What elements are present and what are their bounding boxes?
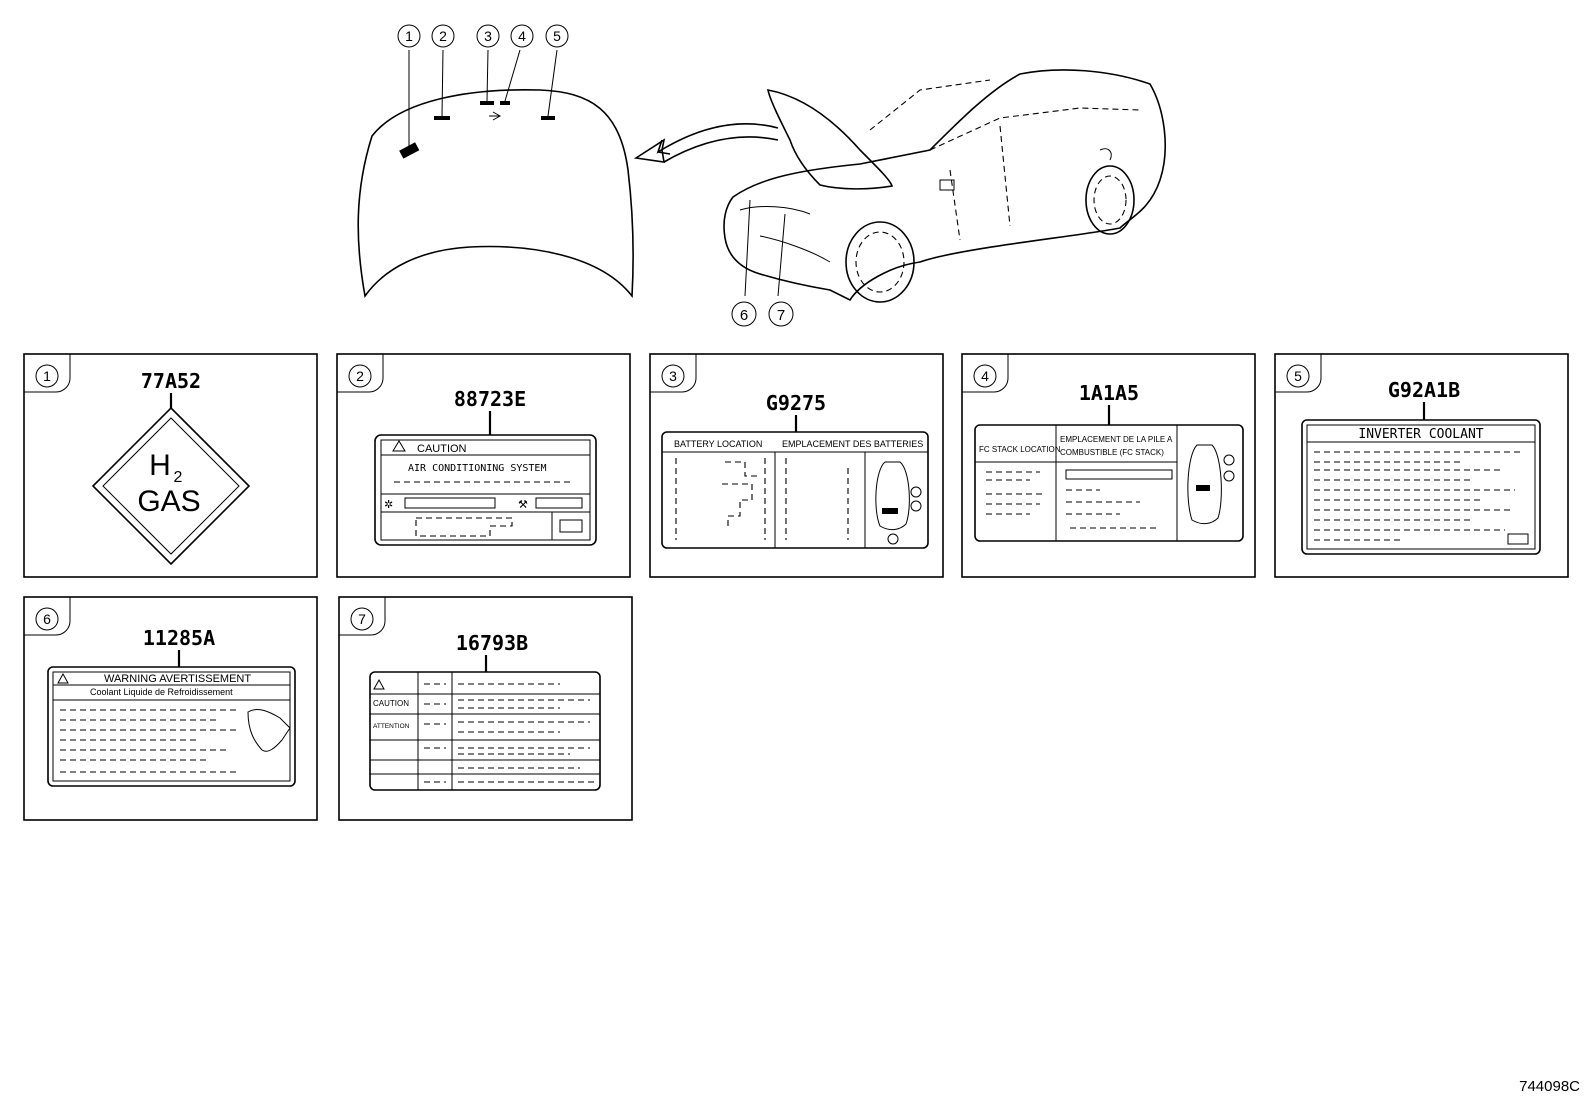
panel-7-number: 7 xyxy=(358,611,366,627)
panel-5: 5 G92A1B INVERTER COOLANT xyxy=(1274,353,1569,578)
coolant-fr-text: Coolant Liquide de Refroidissement xyxy=(90,687,233,697)
callout-1: 1 xyxy=(397,24,421,48)
inverter-coolant-text: INVERTER COOLANT xyxy=(1358,427,1483,442)
panel-6: 6 11285A WARNING AVERTISSEMENT Coolant L… xyxy=(23,596,318,821)
car-callouts: 6 7 xyxy=(731,301,794,327)
panel-2-number: 2 xyxy=(356,368,364,384)
callout-6: 6 xyxy=(731,301,757,327)
hood-label-4-mark xyxy=(500,101,510,105)
warning-avertissement-text: WARNING AVERTISSEMENT xyxy=(104,673,251,685)
front-wheel xyxy=(845,221,915,303)
battery-location-text: BATTERY LOCATION xyxy=(674,439,762,449)
panel-7: 7 16793B CAUTION ATTENTION xyxy=(338,596,633,821)
caution-word: CAUTION xyxy=(417,443,467,455)
warning-triangle-icon xyxy=(392,440,406,452)
hood-label-2-mark xyxy=(434,116,450,120)
battery-location-fr-text: EMPLACEMENT DES BATTERIES xyxy=(782,439,923,449)
car-drawing xyxy=(723,69,1166,303)
panel-4-part-number: 1A1A5 xyxy=(1079,381,1139,405)
fc-stack-label: FC STACK LOCATION EMPLACEMENT DE LA PILE… xyxy=(974,424,1244,542)
svg-text:1: 1 xyxy=(405,28,413,44)
callout-3: 3 xyxy=(476,24,500,48)
warning-triangle-icon-2 xyxy=(57,672,69,684)
battery-location-label: BATTERY LOCATION EMPLACEMENT DES BATTERI… xyxy=(661,431,929,549)
panel-5-number: 5 xyxy=(1294,368,1302,384)
hood-arrow-icon xyxy=(489,111,502,121)
coolant-warning-label: WARNING AVERTISSEMENT Coolant Liquide de… xyxy=(47,666,296,787)
inverter-coolant-label: INVERTER COOLANT xyxy=(1301,419,1541,555)
diagram-code: 744098C xyxy=(1519,1078,1580,1095)
fc-stack-fr-text-1: EMPLACEMENT DE LA PILE A xyxy=(1060,435,1173,444)
callout-4: 4 xyxy=(510,24,534,48)
warning-triangle-icon-3 xyxy=(373,678,385,690)
hood-label-3-mark xyxy=(480,101,494,105)
callout-5: 5 xyxy=(545,24,569,48)
panel-6-number: 6 xyxy=(43,611,51,627)
panel-1: 1 77A52 H 2 GAS xyxy=(23,353,318,578)
panel-2-part-number: 88723E xyxy=(454,387,526,411)
panel-6-part-number: 11285A xyxy=(143,626,215,650)
reservoir-icon xyxy=(247,709,291,752)
panel-7-part-number: 16793B xyxy=(456,631,528,655)
pointer-arrow-icon xyxy=(656,123,779,155)
fc-stack-text: FC STACK LOCATION xyxy=(979,445,1061,454)
fc-stack-fr-text-2: COMBUSTIBLE (FC STACK) xyxy=(1060,448,1164,457)
svg-text:7: 7 xyxy=(777,307,785,324)
svg-text:5: 5 xyxy=(553,28,561,44)
h2-letter: H xyxy=(149,449,171,482)
panel-3: 3 G9275 BATTERY LOCATION EMPLACEMENT DES… xyxy=(649,353,944,578)
car-topview-icon xyxy=(875,461,910,531)
callout-2: 2 xyxy=(431,24,455,48)
svg-text:6: 6 xyxy=(740,307,748,324)
panel-4: 4 1A1A5 FC STACK LOCATION EMPLACEMENT DE… xyxy=(961,353,1256,578)
snowflake-icon: ✲ xyxy=(384,499,393,511)
svg-text:3: 3 xyxy=(484,28,492,44)
ac-system-text: AIR CONDITIONING SYSTEM xyxy=(408,463,546,474)
attention-word: ATTENTION xyxy=(373,723,410,730)
ac-caution-label: CAUTION AIR CONDITIONING SYSTEM ✲ ⚒ xyxy=(374,434,597,546)
car-topview-icon-2 xyxy=(1187,444,1222,525)
caution-word-2: CAUTION xyxy=(373,699,409,708)
panel-5-part-number: G92A1B xyxy=(1388,378,1460,402)
top-callouts: 1 2 3 4 5 xyxy=(397,24,569,48)
hood-drawing xyxy=(357,49,634,299)
wrench-icon: ⚒ xyxy=(518,499,528,511)
svg-text:4: 4 xyxy=(518,28,526,44)
open-hood-outline xyxy=(766,88,894,190)
rear-wheel xyxy=(1085,165,1135,235)
gas-word: GAS xyxy=(137,485,200,518)
panel-2: 2 88723E CAUTION AIR CONDITIONING SYSTEM… xyxy=(336,353,631,578)
panel-1-number: 1 xyxy=(43,368,51,384)
panel-4-number: 4 xyxy=(981,368,989,384)
panel-1-part-number: 77A52 xyxy=(141,369,201,393)
hood-label-1-mark xyxy=(399,142,420,159)
panel-3-part-number: G9275 xyxy=(766,391,826,415)
h2-gas-label: H 2 GAS xyxy=(91,406,251,566)
panel-3-number: 3 xyxy=(669,368,677,384)
multilingual-caution-label: CAUTION ATTENTION xyxy=(369,671,601,791)
hood-label-5-mark xyxy=(541,116,555,120)
h2-subscript: 2 xyxy=(174,469,183,486)
callout-7: 7 xyxy=(768,301,794,327)
svg-text:2: 2 xyxy=(439,28,447,44)
